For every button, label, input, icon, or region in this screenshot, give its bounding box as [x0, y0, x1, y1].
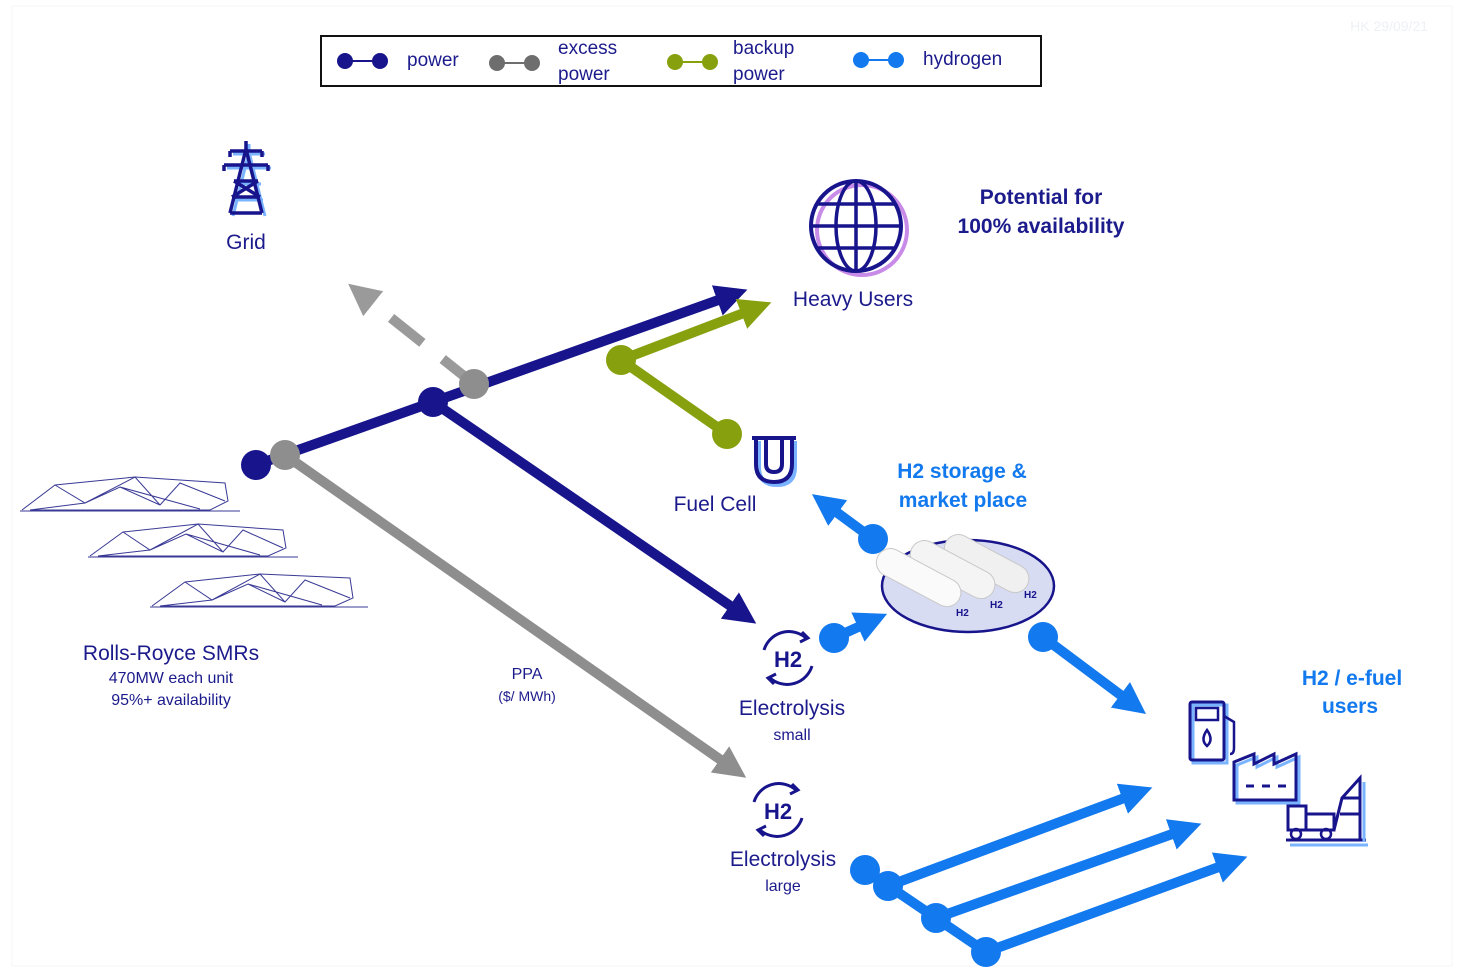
large-branch-dot-3	[971, 937, 1001, 967]
svg-text:H2: H2	[1024, 590, 1037, 601]
storage-out-dot	[858, 524, 888, 554]
h2-large-to-users-arrow-2	[934, 819, 1202, 923]
large-branch-dot-2	[921, 903, 951, 933]
power-split-dot	[418, 387, 448, 417]
legend	[320, 35, 1042, 87]
backup-source-dot	[712, 419, 742, 449]
electrolysis-large-sub: large	[765, 878, 801, 895]
electrolysis-out-dot	[819, 623, 849, 653]
storage-label-1: H2 storage &	[897, 460, 1027, 483]
power-to-electrolysis-small-arrow	[430, 397, 757, 624]
fuel-pump-icon	[1188, 700, 1236, 765]
heavy-users-label: Heavy Users	[792, 288, 914, 311]
flow-dots	[241, 345, 1058, 967]
electrolysis-small-label: Electrolysis	[738, 697, 846, 720]
backup-to-heavy-users-arrow	[619, 298, 772, 365]
globe-icon	[809, 179, 909, 277]
h2-large-to-users-arrow-1	[886, 783, 1153, 891]
legend-hydrogen-label: hydrogen	[923, 49, 1003, 70]
storage-label-2: market place	[898, 489, 1028, 512]
factory-icon	[1232, 751, 1301, 805]
pylon-icon	[222, 141, 271, 217]
efuel-users-label-1: H2 / e-fuel	[1301, 667, 1403, 690]
smr-availability: 95%+ availability	[111, 692, 231, 709]
slide-frame	[11, 5, 1453, 967]
smr-capacity: 470MW each unit	[108, 670, 234, 687]
svg-text:H2: H2	[990, 600, 1003, 611]
backup-corner-dot	[606, 345, 636, 375]
h2-electrolysis-icon: H2	[752, 782, 804, 838]
truck-icon	[1286, 774, 1368, 847]
legend-backup-label-2: power	[733, 64, 785, 85]
legend-excess-label-1: excess	[558, 38, 618, 59]
efuel-users-label-2: users	[1321, 695, 1379, 718]
ppa-label: PPA	[511, 666, 543, 683]
smr-title: Rolls-Royce SMRs	[82, 642, 260, 665]
availability-line-2: 100% availability	[957, 215, 1125, 238]
svg-text:H2: H2	[774, 647, 802, 672]
excess-to-grid-arrow	[348, 283, 478, 388]
large-branch-dot-1	[873, 871, 903, 901]
legend-excess-label-2: power	[558, 64, 610, 85]
grid-label: Grid	[226, 231, 266, 254]
hydrogen-tank-icon: H2 H2 H2	[875, 534, 1056, 634]
legend-swatches	[337, 52, 904, 71]
electrolysis-small-sub: small	[773, 727, 811, 744]
ppa-unit: ($/ MWh)	[498, 688, 556, 704]
legend-backup-label-1: backup	[733, 38, 795, 59]
reactor-building-icon	[20, 476, 368, 608]
date-stamp: HK 29/09/21	[1350, 18, 1428, 34]
excess-split-dot	[459, 369, 489, 399]
fuel-cell-label: Fuel Cell	[673, 493, 757, 516]
fuel-cell-icon	[752, 436, 797, 488]
svg-text:H2: H2	[764, 799, 792, 824]
electrolysis-large-label: Electrolysis	[729, 848, 837, 871]
power-source-dot	[241, 450, 271, 480]
storage-market-dot	[1028, 622, 1058, 652]
large-out-dot	[850, 855, 880, 885]
legend-power-label: power	[407, 50, 459, 71]
excess-to-electrolysis-large-arrow	[282, 450, 747, 778]
h2-to-efuel-users-arrow	[1040, 632, 1147, 714]
h2-electrolysis-icon: H2	[762, 630, 814, 686]
backup-from-fuel-cell	[618, 355, 730, 439]
svg-text:H2: H2	[956, 608, 969, 619]
excess-source-dot	[270, 440, 300, 470]
h2-large-to-users-arrow-3	[984, 852, 1248, 957]
availability-line-1: Potential for	[979, 186, 1103, 209]
